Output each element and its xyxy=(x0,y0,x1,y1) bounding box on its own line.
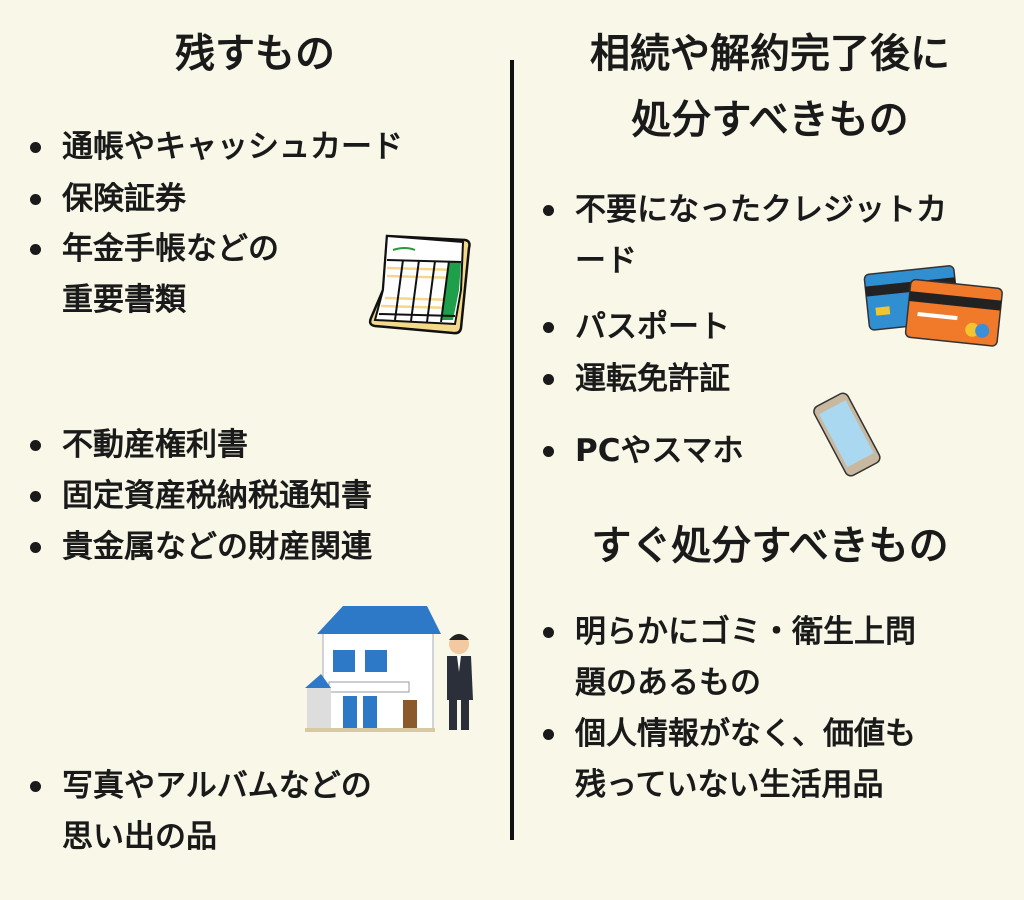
bullet-icon xyxy=(543,729,554,740)
item-text-cont: ード xyxy=(575,243,637,279)
credit-card-icon xyxy=(863,265,1003,347)
item-text: 通帳やキャッシュカード xyxy=(62,129,403,165)
item-text: 運転免許証 xyxy=(575,361,730,397)
item-text: 不要になったクレジットカ xyxy=(575,192,947,228)
bullet-icon xyxy=(543,446,554,457)
item-text: PCやスマホ xyxy=(575,433,744,469)
bullet-icon xyxy=(543,205,554,216)
bullet-icon xyxy=(543,322,554,333)
bullet-icon xyxy=(30,244,41,255)
list-item: 写真やアルバムなどの xyxy=(30,768,372,804)
list-item: 保険証券 xyxy=(30,181,186,217)
list-item: 個人情報がなく、価値も xyxy=(543,716,916,752)
item-text: 年金手帳などの xyxy=(62,231,279,267)
item-text: 不動産権利書 xyxy=(62,427,248,463)
list-item: 貴金属などの財産関連 xyxy=(30,529,372,565)
bullet-icon xyxy=(30,440,41,451)
right-title-2: すぐ処分すべきもの xyxy=(591,523,949,569)
item-text: パスポート xyxy=(575,309,730,345)
right-title-1: 相続や解約完了後に xyxy=(590,31,950,77)
list-item: 年金手帳などの xyxy=(30,231,279,267)
bankbook-icon xyxy=(368,234,471,335)
bullet-icon xyxy=(543,627,554,638)
item-text-cont: 題のあるもの xyxy=(575,665,761,701)
item-text-cont: 残っていない生活用品 xyxy=(575,767,884,803)
bullet-icon xyxy=(543,374,554,385)
item-text: 保険証券 xyxy=(62,181,186,217)
right-title-1-cont: 処分すべきもの xyxy=(631,97,909,143)
bullet-icon xyxy=(30,194,41,205)
bullet-icon xyxy=(30,142,41,153)
list-item: 運転免許証 xyxy=(543,361,730,397)
list-item: 不動産権利書 xyxy=(30,427,248,463)
item-text: 貴金属などの財産関連 xyxy=(62,529,372,565)
column-divider xyxy=(510,60,514,840)
item-text: 明らかにゴミ・衛生上問 xyxy=(575,614,916,650)
list-item: PCやスマホ xyxy=(543,433,744,469)
item-text: 固定資産税納税通知書 xyxy=(62,478,372,514)
list-item: 固定資産税納税通知書 xyxy=(30,478,372,514)
list-item: 通帳やキャッシュカード xyxy=(30,129,403,165)
smartphone-icon xyxy=(813,392,881,477)
list-item: パスポート xyxy=(543,309,730,345)
bullet-icon xyxy=(30,781,41,792)
house-illustration xyxy=(305,606,473,732)
left-title: 残すもの xyxy=(175,31,335,77)
item-text: 個人情報がなく、価値も xyxy=(575,716,916,752)
item-text-cont: 重要書類 xyxy=(62,282,186,318)
item-text: 写真やアルバムなどの xyxy=(62,768,372,804)
bullet-icon xyxy=(30,542,41,553)
list-item: 不要になったクレジットカ xyxy=(543,192,947,228)
list-item: 明らかにゴミ・衛生上問 xyxy=(543,614,916,650)
item-text-cont: 思い出の品 xyxy=(62,819,217,855)
bullet-icon xyxy=(30,491,41,502)
